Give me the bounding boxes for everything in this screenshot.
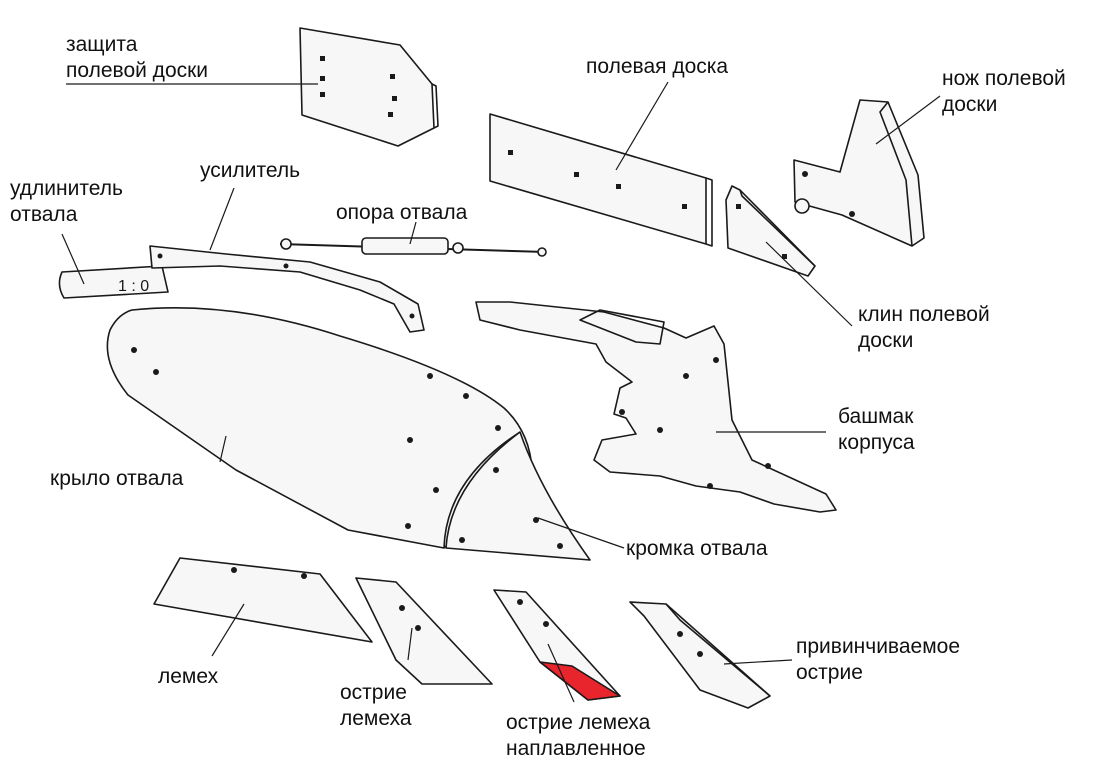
label-line: лемех (158, 665, 219, 688)
label-line: усилитель (200, 159, 301, 182)
label-line: доски (942, 93, 998, 116)
label-line: удлинитель (10, 177, 123, 200)
label-moldboard-support: опора отвала (336, 200, 467, 226)
landside-knife-part (793, 99, 925, 247)
label-line: лемеха (340, 707, 412, 730)
label-line: полевой доски (66, 59, 209, 82)
label-landside: полевая доска (586, 54, 728, 80)
label-hardfaced-share-point: острие лемеха наплавленное (506, 710, 650, 762)
label-line: привинчиваемое (796, 635, 961, 658)
bolt-on-point-part (629, 601, 771, 709)
label-share-point: острие лемеха (340, 680, 412, 732)
label-landside-knife: нож полевой доски (942, 66, 1066, 118)
label-line: острие (340, 681, 407, 704)
label-line: башмак (838, 405, 914, 428)
label-line: наплавленное (506, 737, 646, 760)
label-body-frog: башмак корпуса (838, 404, 915, 456)
moldboard-edge-part (445, 431, 591, 561)
share-point-part (355, 577, 493, 685)
body-frog-part (475, 301, 837, 513)
label-line: клин полевой (858, 303, 990, 326)
label-line: опора отвала (336, 201, 468, 224)
leader-lines (61, 81, 941, 703)
landside-wedge-part (725, 185, 816, 277)
label-landside-protector: защита полевой доски (66, 32, 208, 84)
label-line: отвала (10, 203, 78, 226)
label-landside-wedge: клин полевой доски (858, 302, 990, 354)
label-moldboard-extension: удлинитель отвала (10, 176, 123, 228)
label-moldboard-edge: кромка отвала (626, 536, 768, 562)
label-moldboard-wing: крыло отвала (50, 466, 183, 492)
label-line: кромка отвала (626, 537, 768, 560)
moldboard-extension-part: 1 : 0 (58, 265, 169, 299)
hardfaced-share-point-part (493, 589, 621, 701)
label-line: острие (796, 661, 863, 684)
moldboard-wing-part (106, 307, 533, 549)
label-share: лемех (158, 664, 218, 690)
label-line: полевая доска (586, 55, 729, 78)
label-bolt-on-point: привинчиваемое острие (796, 634, 960, 686)
share-part (153, 557, 373, 643)
label-line: доски (858, 329, 914, 352)
landside-protector-part (299, 27, 439, 147)
label-line: корпуса (838, 431, 915, 454)
landside-part (489, 113, 713, 247)
moldboard-support-part (279, 237, 547, 257)
reinforcer-part (149, 245, 425, 333)
svg-text:1 : 0: 1 : 0 (118, 278, 149, 295)
label-reinforcer: усилитель (200, 158, 300, 184)
label-line: нож полевой (942, 67, 1066, 90)
label-line: защита (66, 33, 138, 56)
label-line: острие лемеха (506, 711, 651, 734)
label-line: крыло отвала (50, 467, 184, 490)
